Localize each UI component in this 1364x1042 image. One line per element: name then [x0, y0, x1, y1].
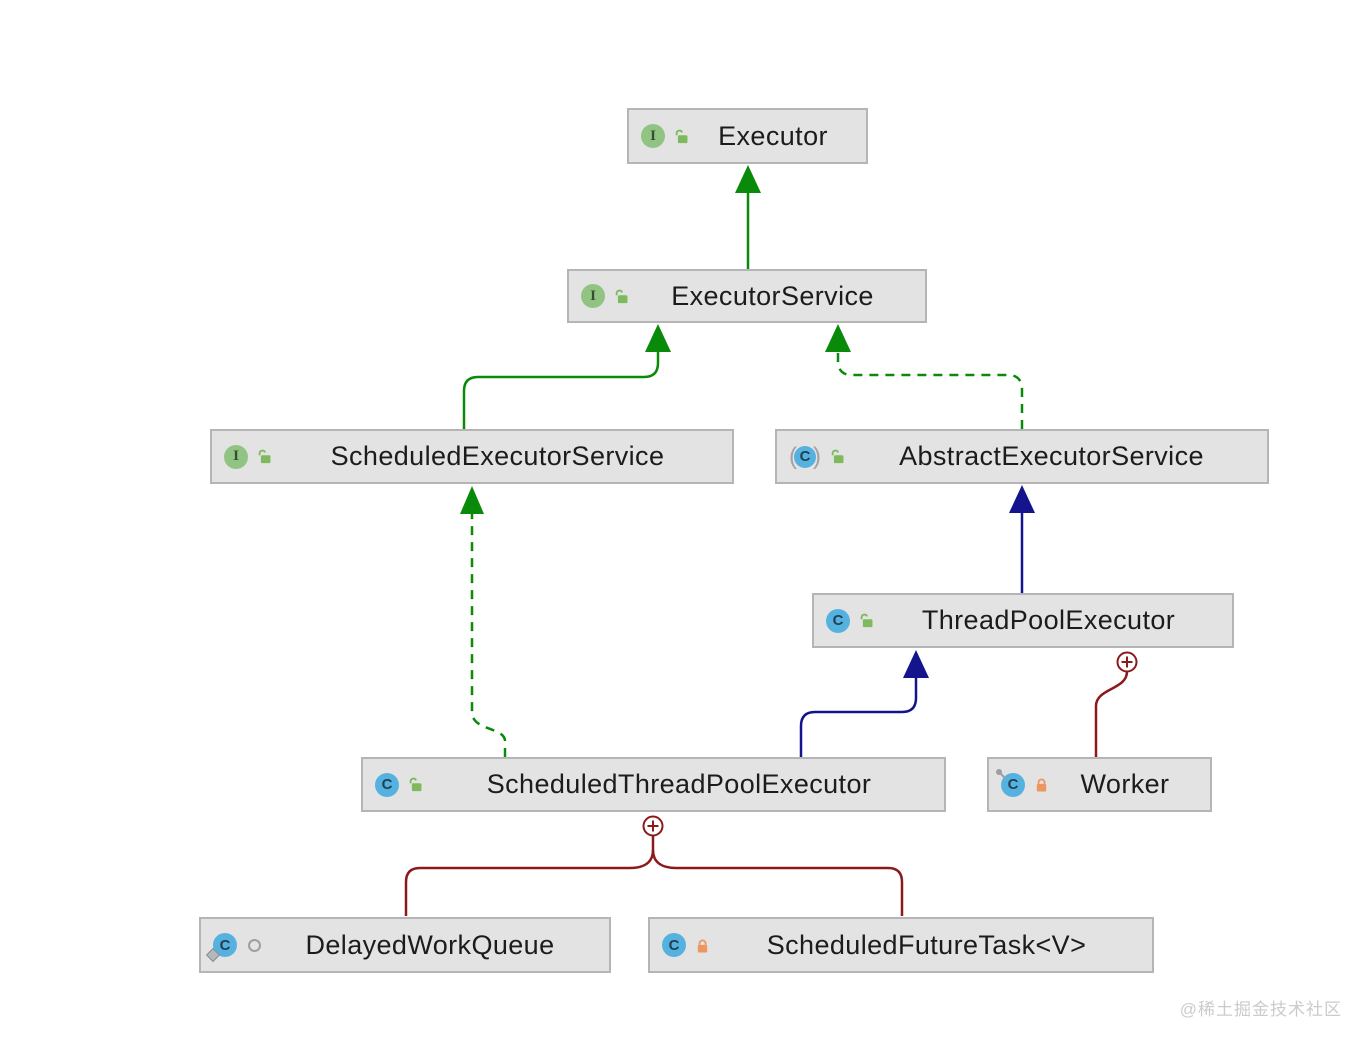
arrowhead-icon	[825, 324, 851, 352]
class-name-label: DelayedWorkQueue	[305, 929, 555, 960]
final-pin-icon	[996, 768, 1007, 779]
interface-icon: I	[581, 284, 605, 308]
class-name-label: ScheduledThreadPoolExecutor	[486, 769, 872, 799]
class-node-worker[interactable]: C Worker	[987, 757, 1212, 812]
class-icon: C	[826, 608, 850, 633]
arrowhead-icon	[645, 324, 671, 352]
interface-icon: I	[224, 444, 248, 469]
edge-scheduledexecutorservice-extends-executorservice	[462, 351, 660, 429]
class-node-scheduled-future-task[interactable]: C ScheduledFutureTask<V>	[648, 917, 1154, 973]
class-node-executor-service[interactable]: I ExecutorService	[567, 269, 927, 323]
class-node-thread-pool-executor[interactable]: C ThreadPoolExecutor	[812, 593, 1234, 648]
class-name-label: Executor	[718, 120, 828, 151]
class-name-label: ExecutorService	[671, 280, 874, 311]
class-node-executor[interactable]: I Executor	[627, 108, 868, 164]
class-node-abstract-executor-service[interactable]: ( C ) AbstractExecutorService	[775, 429, 1269, 484]
public-unlocked-icon	[675, 129, 688, 143]
edge-worker-innerclass-threadpoolexecutor	[1094, 671, 1129, 757]
arrowhead-icon	[735, 165, 761, 193]
inner-class-anchor-icon	[1116, 651, 1138, 673]
class-name-label: ScheduledFutureTask<V>	[766, 929, 1087, 960]
interface-icon: I	[641, 124, 665, 148]
static-marker-icon	[205, 947, 221, 963]
plus-icon	[1121, 656, 1133, 668]
private-locked-icon	[697, 939, 708, 953]
watermark-text: @稀土掘金技术社区	[1179, 1000, 1342, 1019]
public-unlocked-icon	[615, 289, 628, 303]
arrowhead-icon	[460, 486, 484, 514]
public-unlocked-icon	[860, 613, 873, 628]
class-icon: C	[662, 933, 686, 957]
private-locked-icon	[1036, 778, 1047, 792]
final-class-icon: C	[996, 768, 1025, 797]
class-name-label: ScheduledExecutorService	[330, 441, 665, 471]
edge-abstractexecutorservice-implements-executorservice	[836, 351, 1024, 429]
public-unlocked-icon	[409, 777, 422, 792]
package-local-icon	[248, 938, 261, 952]
edge-scheduledfuturetask-innerclass-scheduledthreadpoolexecutor	[651, 849, 904, 916]
plus-icon	[647, 820, 659, 832]
class-node-delayed-work-queue[interactable]: C DelayedWorkQueue	[199, 917, 611, 973]
public-unlocked-icon	[831, 449, 844, 464]
abstract-class-icon: ( C )	[789, 442, 821, 470]
inner-class-anchor-icon	[642, 815, 664, 837]
class-name-label: ThreadPoolExecutor	[921, 605, 1176, 635]
static-class-icon: C	[205, 933, 237, 963]
edge-scheduledthreadpoolexecutor-extends-threadpoolexecutor	[799, 677, 918, 757]
class-name-label: Worker	[1080, 769, 1170, 799]
class-node-scheduled-thread-pool-executor[interactable]: C ScheduledThreadPoolExecutor	[361, 757, 946, 812]
arrowhead-icon	[1009, 485, 1035, 513]
edge-delayedworkqueue-innerclass-scheduledthreadpoolexecutor	[404, 835, 655, 916]
public-unlocked-icon	[258, 449, 271, 464]
arrowhead-icon	[903, 650, 929, 678]
class-node-scheduled-executor-service[interactable]: I ScheduledExecutorService	[210, 429, 734, 484]
class-name-label: AbstractExecutorService	[899, 441, 1204, 471]
class-icon: C	[375, 772, 399, 797]
edge-scheduledthreadpoolexecutor-implements-scheduledexecutorservice	[470, 513, 507, 757]
